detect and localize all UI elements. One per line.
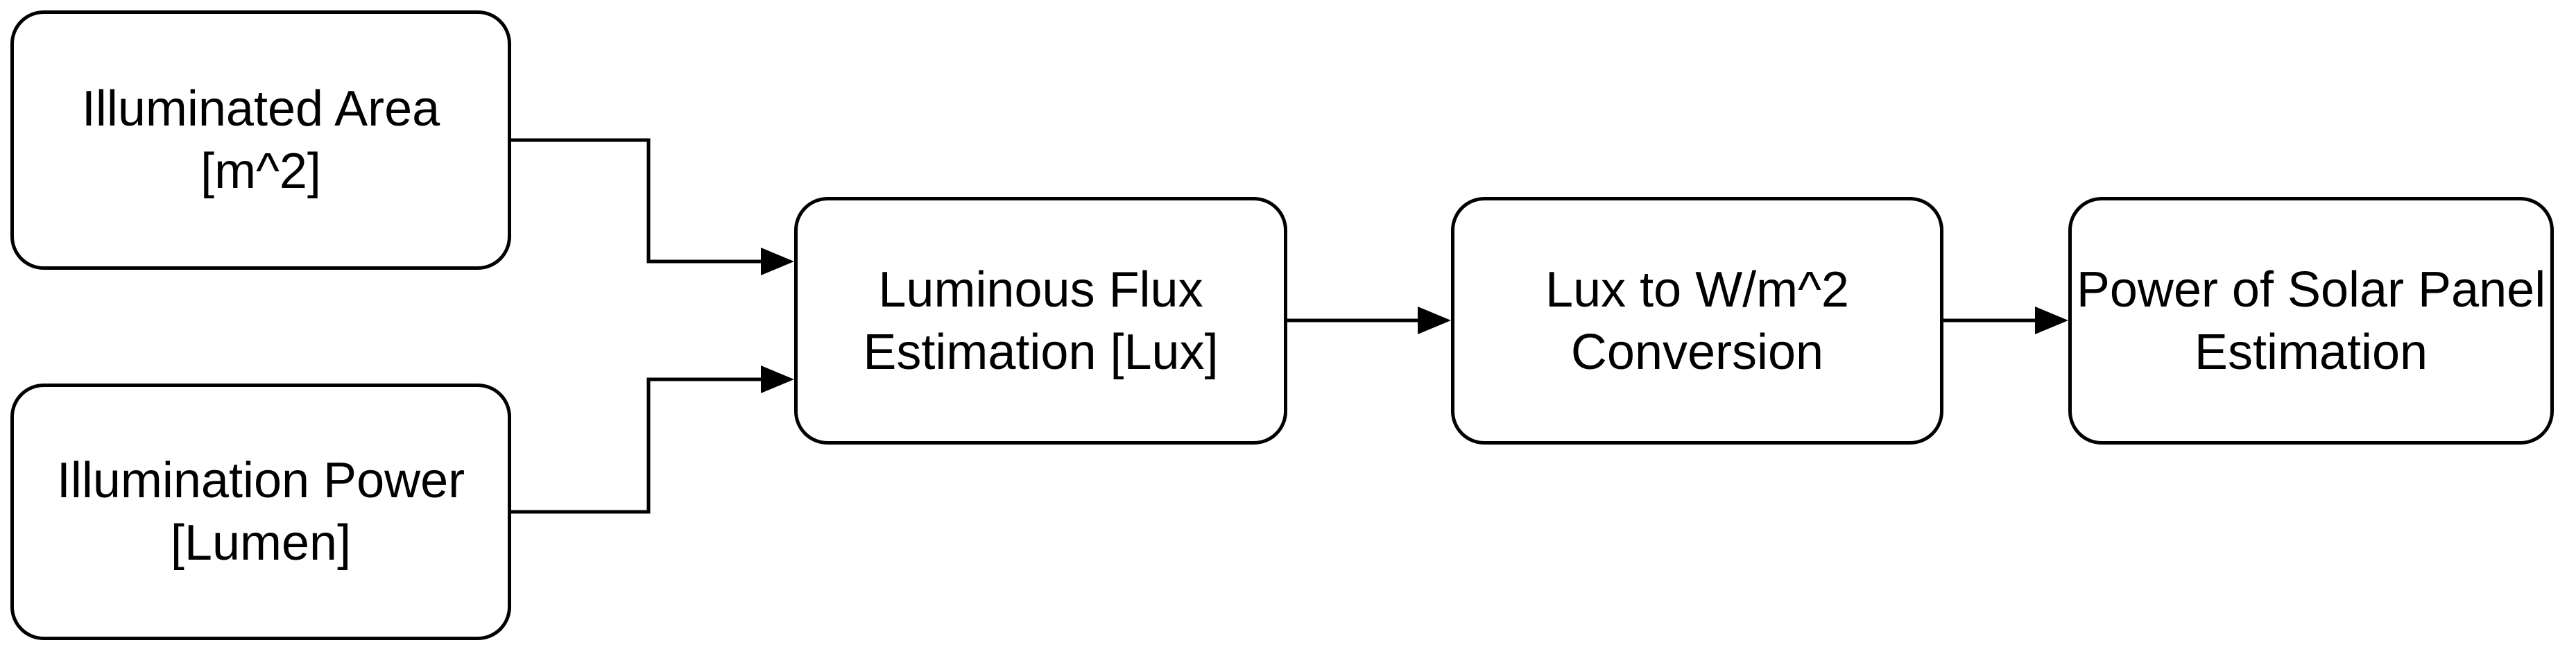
node-luminous-flux-estimation: Luminous Flux Estimation [Lux] xyxy=(794,197,1287,445)
node-label-line1: Power of Solar Panel xyxy=(2076,261,2546,318)
node-label-line2: [Lumen] xyxy=(170,515,352,571)
node-label: Illumination Power [Lumen] xyxy=(57,449,465,574)
node-label: Illuminated Area [m^2] xyxy=(82,78,440,203)
edge-illuminated-area-to-luminous-flux xyxy=(511,138,794,275)
node-label: Lux to W/m^2 Conversion xyxy=(1545,259,1849,384)
node-label-line2: Conversion xyxy=(1570,324,1824,380)
node-label-line2: Estimation xyxy=(2194,324,2428,380)
node-label-line1: Illuminated Area xyxy=(81,81,440,137)
node-label-line2: Estimation [Lux] xyxy=(863,324,1219,380)
node-label: Power of Solar Panel Estimation xyxy=(2077,259,2545,384)
node-label-line2: [m^2] xyxy=(200,144,321,199)
node-illuminated-area: Illuminated Area [m^2] xyxy=(10,10,511,270)
node-label-line1: Luminous Flux xyxy=(878,261,1203,318)
node-label: Luminous Flux Estimation [Lux] xyxy=(863,259,1218,384)
node-label-line1: Illumination Power xyxy=(56,453,465,508)
node-illumination-power: Illumination Power [Lumen] xyxy=(10,384,511,640)
node-solar-panel-power: Power of Solar Panel Estimation xyxy=(2068,197,2554,445)
edge-illumination-power-to-luminous-flux xyxy=(511,365,794,514)
node-lux-to-wm2-conversion: Lux to W/m^2 Conversion xyxy=(1451,197,1943,445)
node-label-line1: Lux to W/m^2 xyxy=(1545,261,1849,318)
